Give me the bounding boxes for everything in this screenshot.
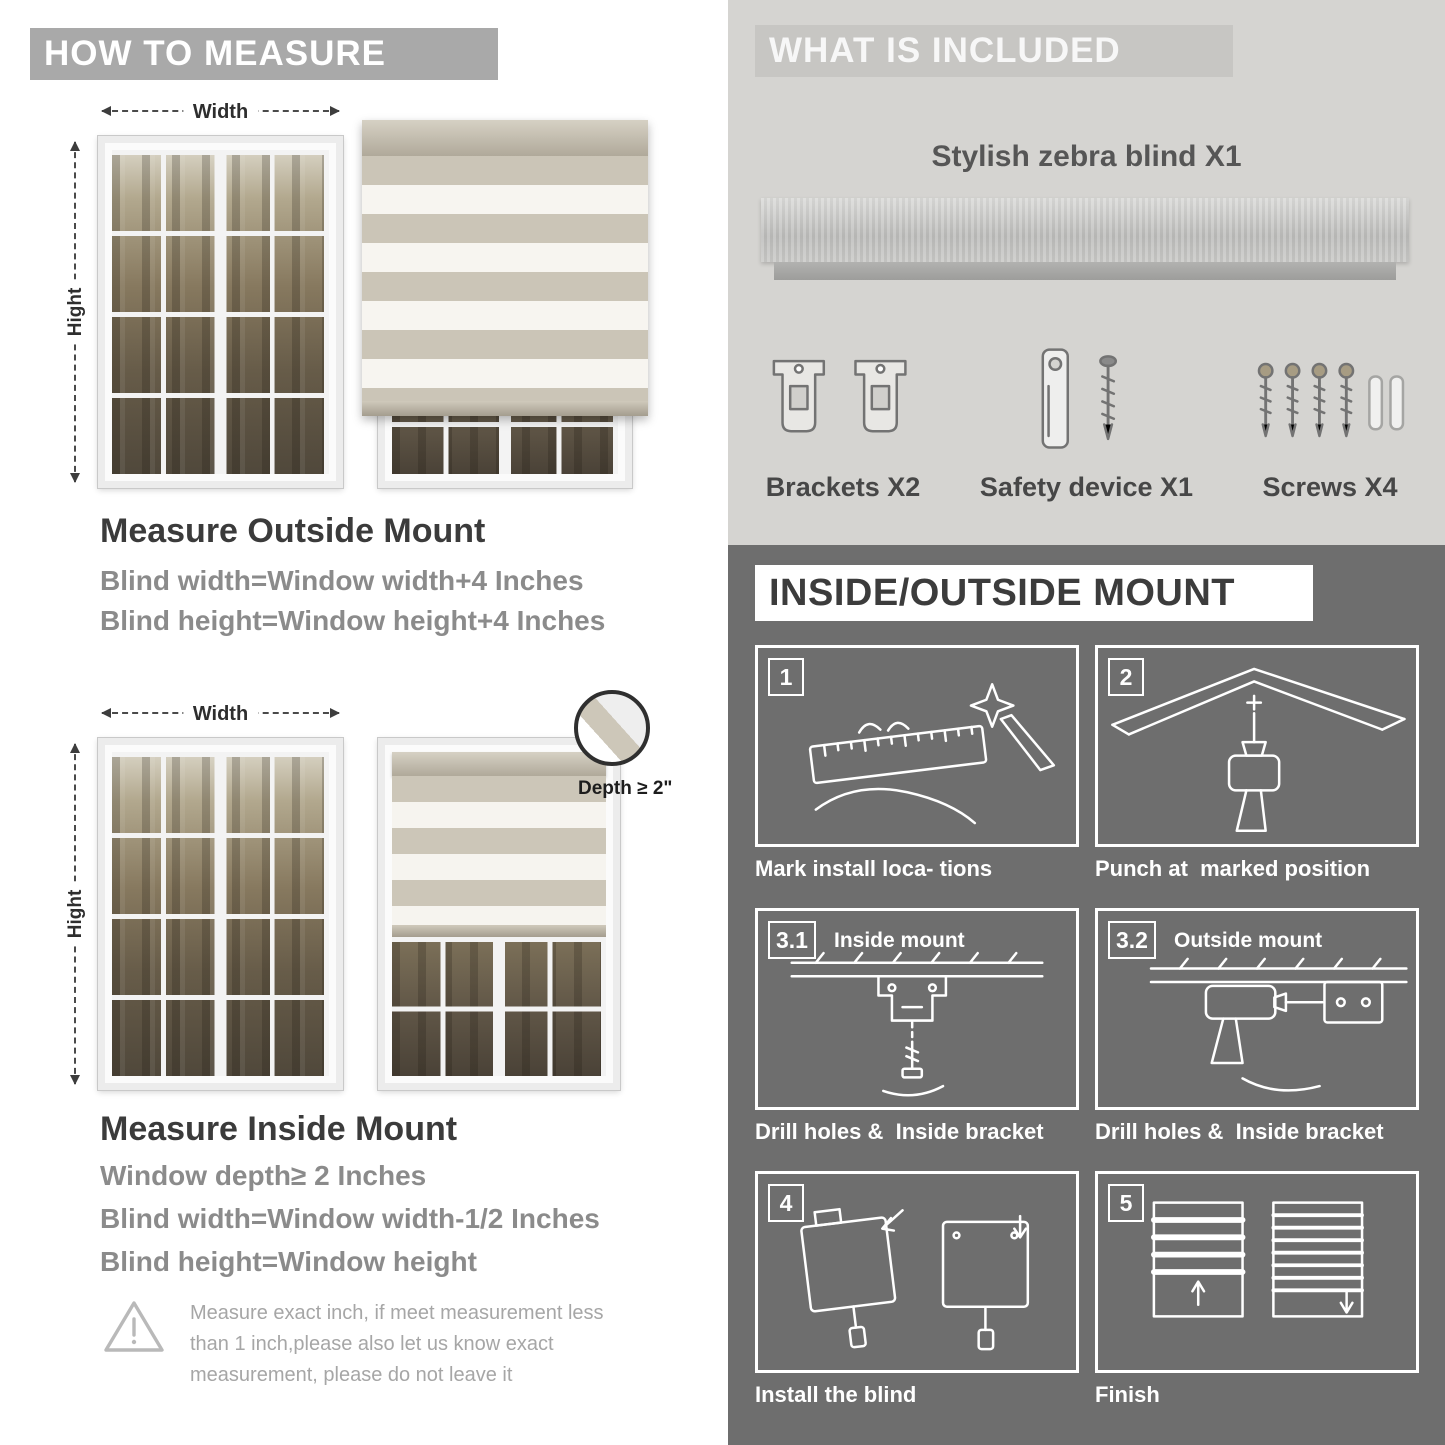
step-number: 2: [1108, 658, 1144, 696]
window-glass: [112, 752, 329, 1076]
screws-label: Screws X4: [1262, 472, 1398, 502]
blind-bottom-rail: [362, 401, 648, 416]
step-title: Outside mount: [1174, 929, 1323, 952]
inside-mount-rule-3: Blind height=Window height: [100, 1246, 477, 1277]
outside-mount-diagram: Width Hight: [0, 98, 718, 500]
product-label: Stylish zebra blind X1: [931, 140, 1242, 173]
step-1-panel: 1: [755, 645, 1079, 847]
outside-mount-rule-1: Blind width=Window width+4 Inches: [100, 565, 584, 596]
screws-icon: [1245, 326, 1415, 460]
right-column: WHAT IS INCLUDED Stylish zebra blind X1: [728, 0, 1445, 1445]
inside-mount-diagram: Width Hight Depth ≥ 2": [0, 690, 718, 1102]
mark-locations-illustration: [808, 683, 1056, 825]
step-3-1: 3.1 Inside mount: [755, 908, 1079, 1145]
what-is-included-section: WHAT IS INCLUDED Stylish zebra blind X1: [728, 0, 1445, 545]
depth-detail-circle: [574, 690, 650, 766]
step-4: 4: [755, 1171, 1079, 1408]
included-item-brackets: Brackets X2: [758, 326, 928, 503]
step-5: 5 Finish: [1095, 1171, 1419, 1408]
window-glass: [112, 150, 329, 474]
step-caption: Drill holes & Inside bracket: [755, 1119, 1044, 1144]
step-caption: Drill holes & Inside bracket: [1095, 1119, 1384, 1144]
step-1: 1 Mark install loca- tions: [755, 645, 1079, 882]
step-3-2-panel: 3.2 Outside mount: [1095, 908, 1419, 1110]
inside-bracket-illustration: [790, 951, 1044, 1097]
width-label: Width: [182, 701, 259, 727]
window-illustration: [97, 737, 344, 1091]
blind-headrail-image: [761, 198, 1409, 262]
safety-device-label: Safety device X1: [979, 472, 1194, 502]
outside-mount-rule-2: Blind height=Window height+4 Inches: [100, 605, 606, 636]
mount-guide-header: INSIDE/OUTSIDE MOUNT: [755, 565, 1313, 621]
inside-mount-title: Measure Inside Mount: [100, 1110, 458, 1148]
zebra-blind-shade: [362, 120, 648, 416]
mount-steps-grid: 1 Mark install loca- tions: [755, 645, 1419, 1408]
outside-bracket-illustration: [1149, 957, 1408, 1092]
step-2-panel: 2: [1095, 645, 1419, 847]
width-arrow: Width: [101, 701, 340, 727]
outside-mounted-blind-illustration: [362, 120, 648, 489]
step-4-panel: 4: [755, 1171, 1079, 1373]
height-label: Hight: [65, 881, 87, 947]
measure-note-text: Measure exact inch, if meet measurement …: [190, 1302, 604, 1386]
depth-label: Depth ≥ 2": [578, 778, 673, 799]
step-title: Inside mount: [834, 929, 965, 952]
brackets-icon: [758, 326, 928, 460]
step-caption: Install the blind: [755, 1382, 917, 1407]
width-arrow: Width: [101, 99, 340, 125]
window-illustration: [97, 135, 344, 489]
blind-cassette: [392, 752, 606, 776]
finish-illustration: [1151, 1201, 1364, 1318]
blind-headrail-lip: [774, 262, 1396, 280]
included-item-safety-device: Safety device X1: [980, 326, 1193, 503]
step-number: 5: [1108, 1184, 1144, 1222]
zebra-blind-shade: [392, 752, 606, 937]
step-number: 3.1: [768, 921, 816, 959]
measure-note: Measure exact inch, if meet measurement …: [102, 1298, 650, 1391]
step-caption: Punch at marked position: [1095, 856, 1371, 881]
outside-mount-title: Measure Outside Mount: [100, 512, 486, 550]
inside-mounted-blind-illustration: [377, 737, 621, 1091]
included-item-screws: Screws X4: [1245, 326, 1415, 503]
step-caption: Mark install loca- tions: [755, 856, 993, 881]
blind-bottom-rail: [392, 924, 606, 937]
step-number: 4: [768, 1184, 804, 1222]
height-arrow: Hight: [65, 743, 87, 1085]
warning-icon: [104, 1301, 164, 1352]
height-label: Hight: [65, 279, 87, 345]
brackets-label: Brackets X2: [765, 472, 921, 502]
step-number: 1: [768, 658, 804, 696]
included-items: Brackets X2 Safety: [758, 326, 1415, 503]
zebra-stripes: [392, 776, 606, 925]
install-blind-illustration: [800, 1207, 1030, 1351]
how-to-measure-section: HOW TO MEASURE Width Hight: [0, 0, 718, 1445]
how-to-measure-header: HOW TO MEASURE: [30, 28, 498, 80]
step-caption: Finish: [1095, 1382, 1160, 1407]
step-3-1-panel: 3.1 Inside mount: [755, 908, 1079, 1110]
step-5-panel: 5: [1095, 1171, 1419, 1373]
height-arrow: Hight: [65, 141, 87, 483]
inside-mount-rule-2: Blind width=Window width-1/2 Inches: [100, 1203, 600, 1234]
mount-guide-section: INSIDE/OUTSIDE MOUNT 1: [728, 545, 1445, 1445]
inside-mount-rule-1: Window depth≥ 2 Inches: [100, 1160, 427, 1191]
punch-position-illustration: [1111, 667, 1406, 833]
step-number: 3.2: [1108, 921, 1156, 959]
zebra-stripes: [362, 156, 648, 401]
step-3-2: 3.2 Outside mount: [1095, 908, 1419, 1145]
blind-cassette: [362, 120, 648, 156]
step-2: 2 Punch at marked: [1095, 645, 1419, 882]
what-is-included-header: WHAT IS INCLUDED: [755, 25, 1233, 77]
window-glass: [392, 936, 606, 1077]
safety-device-icon: [1011, 326, 1161, 460]
width-label: Width: [182, 99, 259, 125]
